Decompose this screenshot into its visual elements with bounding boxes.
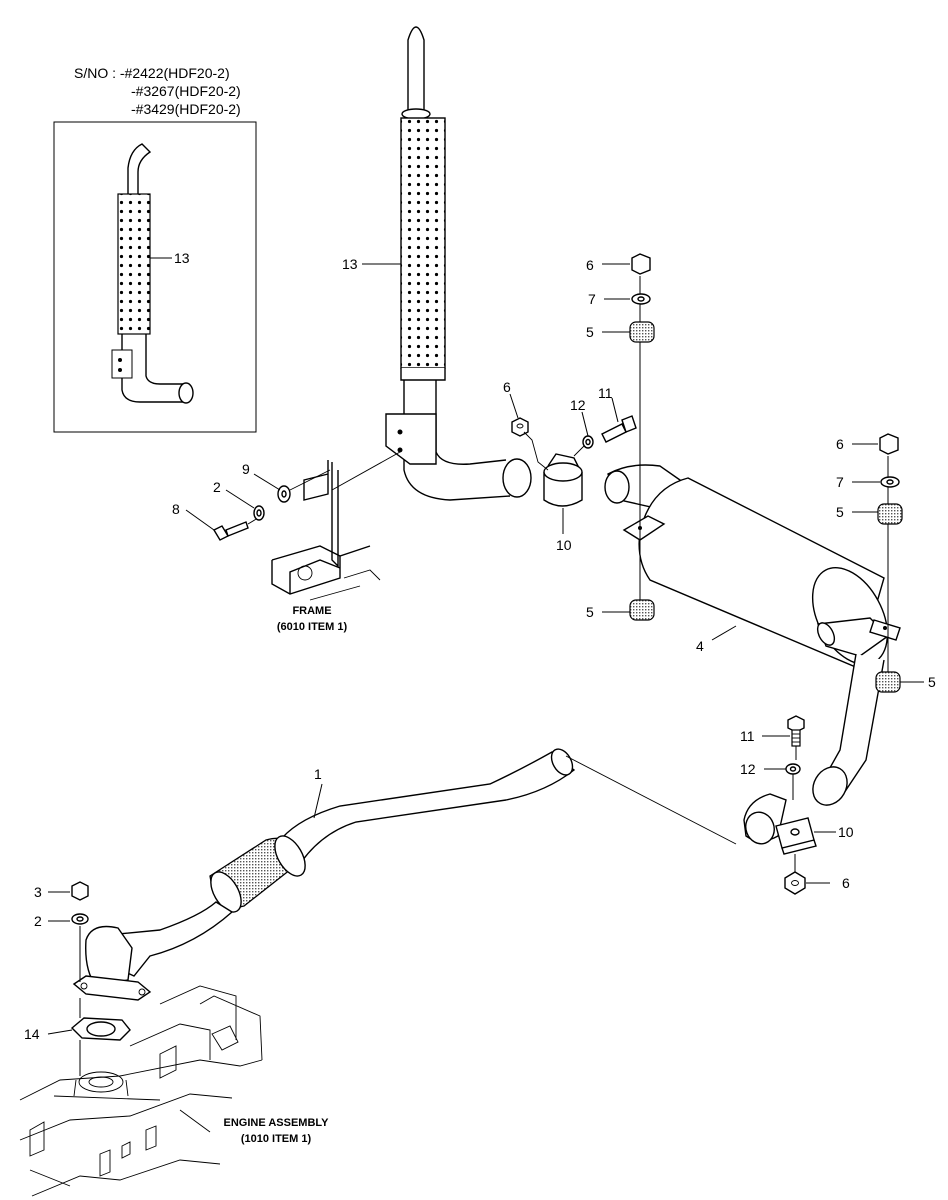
bolt-8: 8 (172, 501, 259, 541)
callout-2-frame: 2 (213, 479, 221, 495)
washer-12-bottom: 12 (740, 761, 801, 800)
frame-bracket: FRAME (6010 ITEM 1) (271, 451, 401, 633)
caption-engine-line2: (1010 ITEM 1) (241, 1133, 312, 1145)
serial-note: S/NO : -#2422(HDF20-2) -#3267(HDF20-2) -… (74, 65, 241, 117)
callout-6-right: 6 (836, 436, 844, 452)
callout-14: 14 (24, 1026, 40, 1042)
callout-9: 9 (242, 461, 250, 477)
clamp-10-upper: 10 (543, 453, 583, 553)
callout-6-clamp: 6 (503, 379, 511, 395)
callout-10-bottom: 10 (838, 824, 854, 840)
callout-1: 1 (314, 766, 322, 782)
washer-12-top: 12 (570, 397, 594, 457)
callout-3: 3 (34, 884, 42, 900)
washer-9: 9 (242, 461, 331, 503)
muffler-4: 4 (604, 464, 901, 806)
bolt-11-top: 11 (598, 385, 637, 443)
callout-13: 13 (342, 256, 358, 272)
gasket-14: 14 (24, 998, 131, 1076)
callout-7-top: 7 (588, 291, 596, 307)
callout-7-right: 7 (836, 474, 844, 490)
exhaust-pipe-1: 1 (72, 748, 737, 1001)
hanger-stack-right: 6 7 5 5 (836, 433, 936, 693)
callout-12-top: 12 (570, 397, 586, 413)
nut-6-bottom: 6 (784, 854, 850, 895)
bolt-11-bottom: 11 (740, 715, 805, 760)
hanger-stack-left: 6 7 5 5 (586, 253, 655, 621)
caption-frame-line2: (6010 ITEM 1) (277, 621, 348, 633)
callout-5-mid: 5 (928, 674, 936, 690)
serial-note-line2: -#3267(HDF20-2) (131, 83, 241, 99)
callout-5-right: 5 (836, 504, 844, 520)
callout-8: 8 (172, 501, 180, 517)
nut-3: 3 (34, 881, 89, 901)
callout-6-top: 6 (586, 257, 594, 273)
callout-11-bottom: 11 (740, 728, 755, 744)
tail-pipe-13: 13 (342, 26, 532, 501)
callout-5-top: 5 (586, 324, 594, 340)
caption-frame-line1: FRAME (292, 605, 331, 617)
callout-10-top: 10 (556, 537, 572, 553)
callout-5-lower: 5 (586, 604, 594, 620)
serial-note-line3: -#3429(HDF20-2) (131, 101, 241, 117)
engine-assembly-sketch: ENGINE ASSEMBLY (1010 ITEM 1) (19, 985, 330, 1197)
washer-2-engine: 2 (34, 913, 89, 982)
serial-note-line1: S/NO : -#2422(HDF20-2) (74, 65, 230, 81)
nut-6-clamp: 6 (503, 379, 549, 471)
callout-4: 4 (696, 638, 704, 654)
caption-engine-line1: ENGINE ASSEMBLY (224, 1117, 330, 1129)
callout-6-bottom: 6 (842, 875, 850, 891)
clamp-10-lower: 10 (743, 793, 854, 855)
callout-inset-13: 13 (174, 250, 190, 266)
inset-box: 13 (53, 121, 257, 433)
washer-2-frame: 2 (213, 479, 265, 521)
callout-12-bottom: 12 (740, 761, 756, 777)
callout-11-top: 11 (598, 385, 613, 401)
callout-2-engine: 2 (34, 913, 42, 929)
